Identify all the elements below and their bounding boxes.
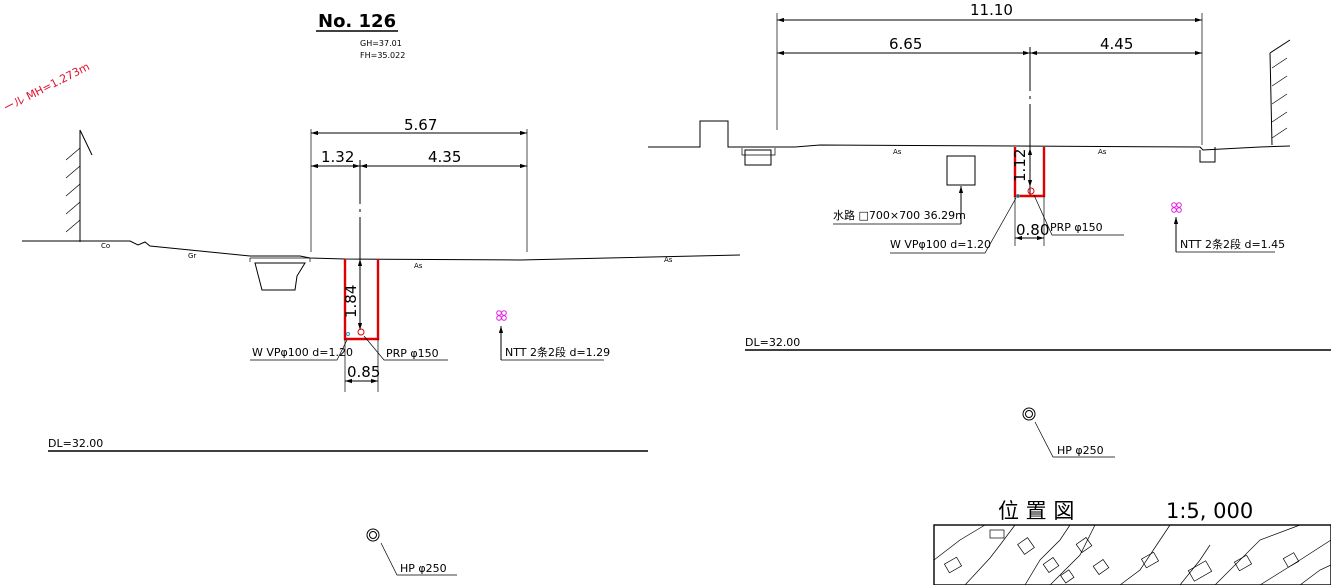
callout-prp: PRP φ150 (386, 347, 439, 360)
vp-pipe-marker (346, 332, 350, 336)
surface-label-as-1: As (414, 262, 423, 270)
callout-ntt: NTT 2条2段 d=1.29 (505, 345, 610, 359)
ground-surface-right (740, 144, 1291, 151)
manhole-depth-label: ール MH=1.273m (1, 60, 91, 115)
callout-channel: 水路 □700×700 36.29m (833, 209, 966, 222)
fh-value: FH=35.022 (360, 51, 405, 60)
hp-pipe-outer (1022, 407, 1036, 421)
callout-hp: HP φ250 (1057, 444, 1104, 457)
dim-total-width: 11.10 (970, 1, 1013, 19)
callout-hp: HP φ250 (400, 562, 447, 575)
ntt-marker-left (496, 310, 507, 321)
excavation-trench-right (1013, 147, 1046, 198)
section-title: No. 126 (318, 11, 396, 32)
ground-surface-left (22, 240, 741, 261)
surface-label-co: Co (101, 242, 110, 250)
surface-label-as-2: As (1098, 148, 1107, 156)
surface-label-gr: Gr (188, 252, 196, 260)
side-gutter-left (254, 262, 306, 291)
left-section: No. 126 GH=37.01 FH=35.022 ール MH=1.273m … (1, 11, 741, 576)
dim-right-width: 4.35 (428, 148, 461, 166)
callout-w-vp: W VPφ100 d=1.20 (890, 238, 991, 251)
side-gutter-right-r (1199, 147, 1216, 163)
location-map-frame (933, 524, 1331, 585)
ntt-marker-right (1171, 202, 1182, 213)
location-map-streets (933, 524, 1331, 585)
left-retaining-wall (65, 129, 93, 242)
callout-prp: PRP φ150 (1050, 221, 1103, 234)
hp-pipe-inner (369, 531, 377, 539)
location-map-scale: 1:5, 000 (1166, 499, 1253, 523)
right-section-curb-block (648, 120, 740, 148)
datum-label-left: DL=32.00 (48, 437, 103, 450)
dim-left-width: 6.65 (889, 35, 922, 53)
excavation-trench-left (343, 259, 380, 341)
dim-depth: 1.12 (1011, 149, 1029, 182)
dim-trench-width: 0.80 (1016, 221, 1049, 239)
dim-depth: 1.84 (342, 285, 360, 318)
surface-label-as-1: As (893, 148, 902, 156)
right-dimensions: 11.10 6.65 4.45 (776, 1, 1203, 195)
surface-label-as-2: As (664, 256, 673, 264)
location-map-title: 位 置 図 (998, 499, 1074, 523)
prp-pipe-marker (357, 328, 365, 336)
right-section: 11.10 6.65 4.45 As As 水路 □700× (648, 1, 1331, 458)
left-dimensions: 5.67 1.32 4.35 (310, 116, 528, 330)
vp-pipe-marker (1016, 194, 1020, 198)
hp-pipe-outer (366, 528, 380, 542)
water-channel-box (946, 155, 976, 186)
right-retaining-wall (1269, 39, 1291, 146)
dim-right-width: 4.45 (1100, 35, 1133, 53)
location-map: 位 置 図 1:5, 000 (933, 499, 1331, 585)
side-gutter-right-l (744, 149, 772, 166)
datum-label-right: DL=32.00 (745, 336, 800, 349)
callout-ntt: NTT 2条2段 d=1.45 (1180, 237, 1285, 251)
prp-pipe-marker (1027, 187, 1035, 195)
dim-left-width: 1.32 (321, 148, 354, 166)
gh-value: GH=37.01 (360, 39, 402, 48)
hp-pipe-inner (1025, 410, 1033, 418)
dim-total-width: 5.67 (404, 116, 437, 134)
callout-w-vp: W VPφ100 d=1.20 (252, 346, 353, 359)
dim-trench-width: 0.85 (347, 363, 380, 381)
